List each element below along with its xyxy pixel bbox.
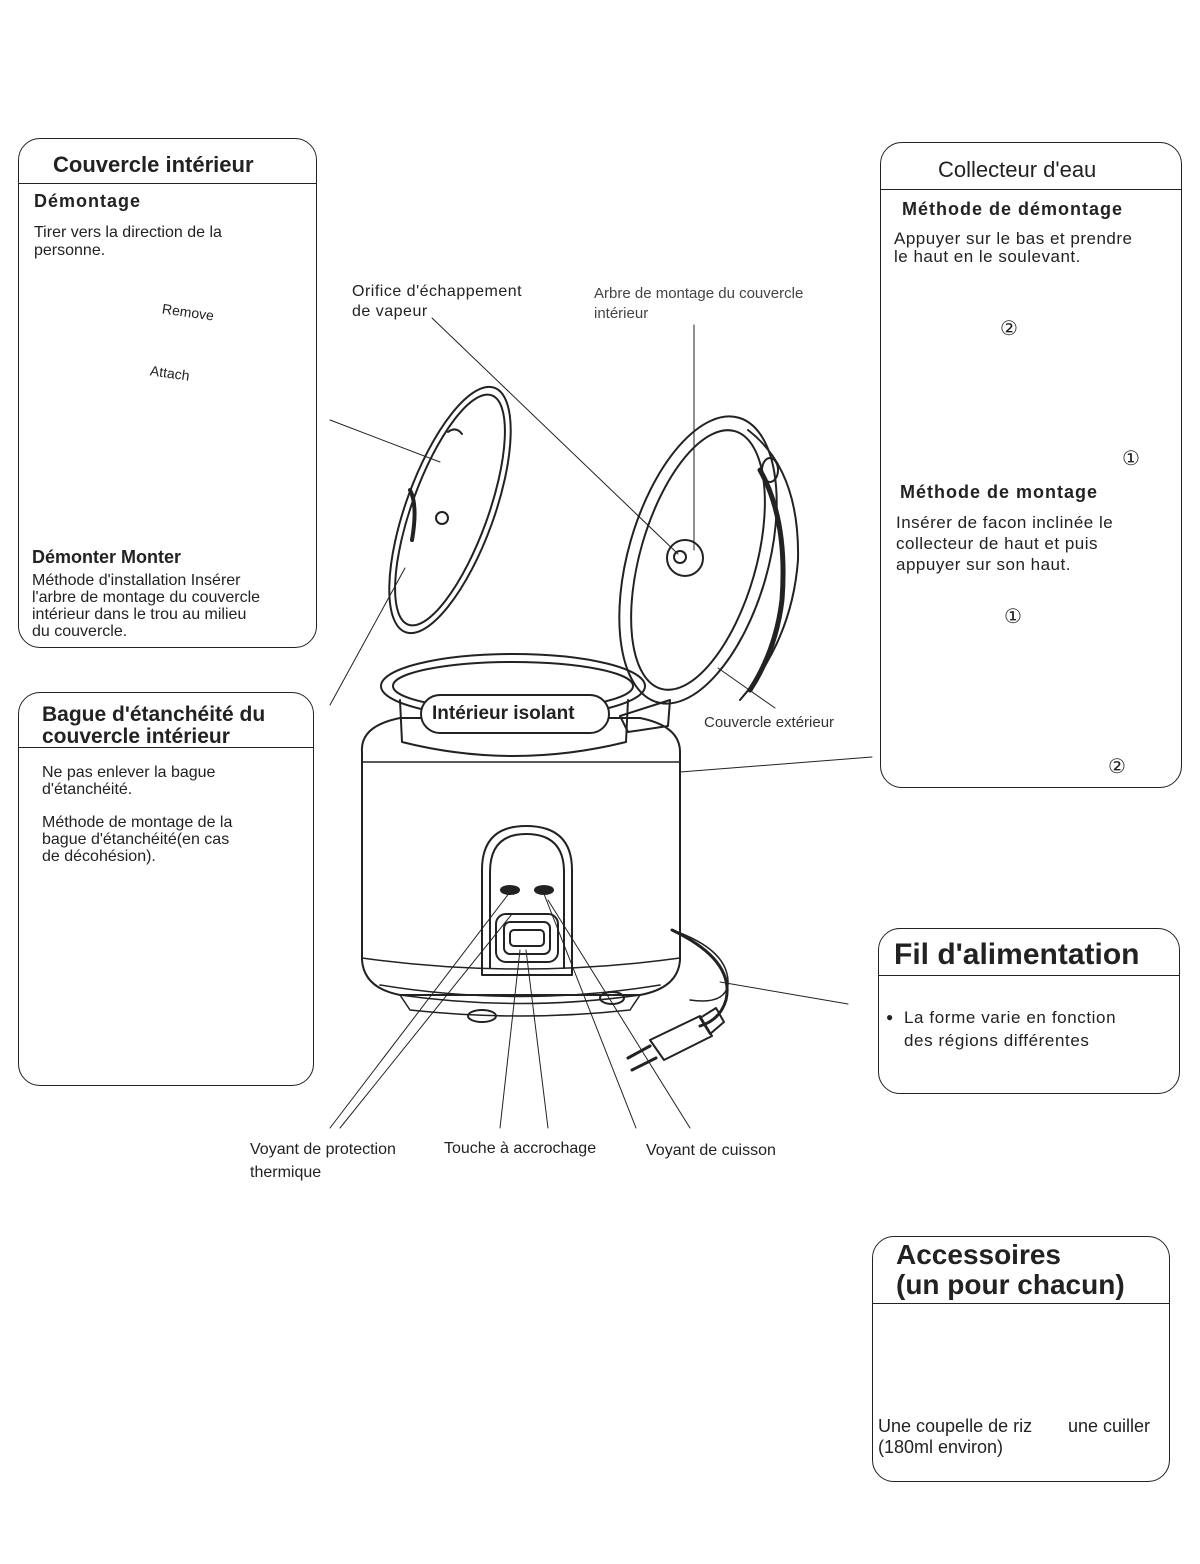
removal-step-1: ① xyxy=(1122,448,1140,470)
water-collector-mount-line-3: appuyer sur son haut. xyxy=(896,555,1071,574)
cooker-body-drawing xyxy=(360,717,729,1023)
inner-lid-mount-line-2: l'arbre de montage du couvercle xyxy=(32,589,261,606)
seal-ring-line-3: Méthode de montage de la xyxy=(42,814,233,831)
inner-lid-mount-line-1: Méthode d'installation Insérer xyxy=(32,572,241,589)
accessories-title: Accessoires (un pour chacun) xyxy=(896,1240,1125,1300)
seal-ring-line-2: d'étanchéité. xyxy=(42,781,133,798)
seal-ring-title-line-1: Bague d'étanchéité du xyxy=(42,703,266,726)
thermal-protection-label: Voyant de protection thermique xyxy=(250,1138,396,1184)
insulated-interior-badge: Intérieur isolant xyxy=(420,694,610,734)
inner-lid-removal-heading: Démontage xyxy=(34,191,142,211)
water-collector-removal-heading: Méthode de démontage xyxy=(902,199,1124,219)
steam-vent-line-2: de vapeur xyxy=(352,303,428,320)
water-collector-mount-heading: Méthode de montage xyxy=(900,482,1099,502)
water-collector-mount-text: Insérer de facon inclinée le collecteur … xyxy=(896,512,1113,575)
power-cord-line-2: des régions différentes xyxy=(904,1031,1090,1050)
water-collector-removal-text: Appuyer sur le bas et prendre le haut en… xyxy=(894,230,1132,266)
mounting-shaft-label: Arbre de montage du couvercle intérieur xyxy=(594,284,803,324)
power-cord-drawing xyxy=(626,928,729,1072)
accessories-title-line-1: Accessoires xyxy=(896,1239,1062,1270)
control-panel-drawing xyxy=(481,825,573,976)
seal-ring-line-1: Ne pas enlever la bague xyxy=(42,764,216,781)
inner-lid-removal-text: Tirer vers la direction de la personne. xyxy=(34,224,222,260)
inner-lid-removal-line-1: Tirer vers la direction de la xyxy=(34,224,222,241)
insulated-interior-label: Intérieur isolant xyxy=(432,703,575,724)
power-cord-bullet: ● xyxy=(886,1010,894,1024)
steam-vent-label: Orifice d'échappement de vapeur xyxy=(352,282,522,322)
power-cord-title: Fil d'alimentation xyxy=(894,938,1140,971)
rice-cup-line-2: (180ml environ) xyxy=(878,1437,1004,1457)
thermal-protection-line-1: Voyant de protection xyxy=(250,1141,396,1158)
steam-vent-line-1: Orifice d'échappement xyxy=(352,283,523,300)
hook-button-label: Touche à accrochage xyxy=(444,1140,597,1157)
mounting-shaft-line-1: Arbre de montage du couvercle xyxy=(594,285,804,302)
water-collector-panel xyxy=(880,142,1182,788)
inner-lid-panel: Couvercle intérieur xyxy=(18,138,317,648)
mounting-shaft-line-2: intérieur xyxy=(594,305,649,322)
accessories-panel xyxy=(872,1236,1170,1482)
power-cord-text: La forme varie en fonction des régions d… xyxy=(904,1006,1116,1052)
power-cord-panel xyxy=(878,928,1180,1094)
seal-ring-title: Bague d'étanchéité du couvercle intérieu… xyxy=(42,704,265,748)
seal-ring-panel xyxy=(18,692,314,1086)
water-collector-removal-line-1: Appuyer sur le bas et prendre xyxy=(894,229,1133,248)
thermal-protection-line-2: thermique xyxy=(250,1164,322,1181)
mount-step-1: ① xyxy=(1004,606,1022,628)
seal-ring-text: Ne pas enlever la bague d'étanchéité. Mé… xyxy=(42,764,232,865)
outer-lid-label: Couvercle extérieur xyxy=(704,714,835,731)
inner-lid-mount-line-4: du couvercle. xyxy=(32,623,128,640)
seal-ring-title-line-2: couvercle intérieur xyxy=(42,725,230,748)
rice-cup-label: Une coupelle de riz (180ml environ) xyxy=(878,1416,1032,1458)
seal-ring-line-4: bague d'étanchéité(en cas xyxy=(42,831,230,848)
removal-step-2: ② xyxy=(1000,318,1018,340)
inner-lid-mount-line-3: intérieur dans le trou au milieu xyxy=(32,606,247,623)
inner-lid-removal-line-2: personne. xyxy=(34,242,106,259)
inner-lid-mount-text: Méthode d'installation Insérer l'arbre d… xyxy=(32,572,260,640)
outer-lid-drawing xyxy=(618,415,800,733)
mount-step-2: ② xyxy=(1108,756,1126,778)
inner-lid-mount-heading: Démonter Monter xyxy=(32,547,182,567)
spoon-label: une cuiller xyxy=(1068,1416,1151,1436)
water-collector-removal-line-2: le haut en le soulevant. xyxy=(894,247,1081,266)
seal-ring-line-5: de décohésion). xyxy=(42,848,156,865)
power-cord-line-1: La forme varie en fonction xyxy=(904,1008,1117,1027)
callout-lines xyxy=(329,317,873,1129)
cooking-light-label: Voyant de cuisson xyxy=(646,1142,776,1159)
accessories-title-line-2: (un pour chacun) xyxy=(896,1269,1125,1300)
inner-lid-drawing xyxy=(388,385,512,635)
water-collector-mount-line-1: Insérer de facon inclinée le xyxy=(896,513,1114,532)
inner-lid-title: Couvercle intérieur xyxy=(53,152,254,177)
rice-cup-line-1: Une coupelle de riz xyxy=(878,1416,1033,1436)
water-collector-mount-line-2: collecteur de haut et puis xyxy=(896,534,1099,553)
water-collector-title: Collecteur d'eau xyxy=(938,157,1097,182)
